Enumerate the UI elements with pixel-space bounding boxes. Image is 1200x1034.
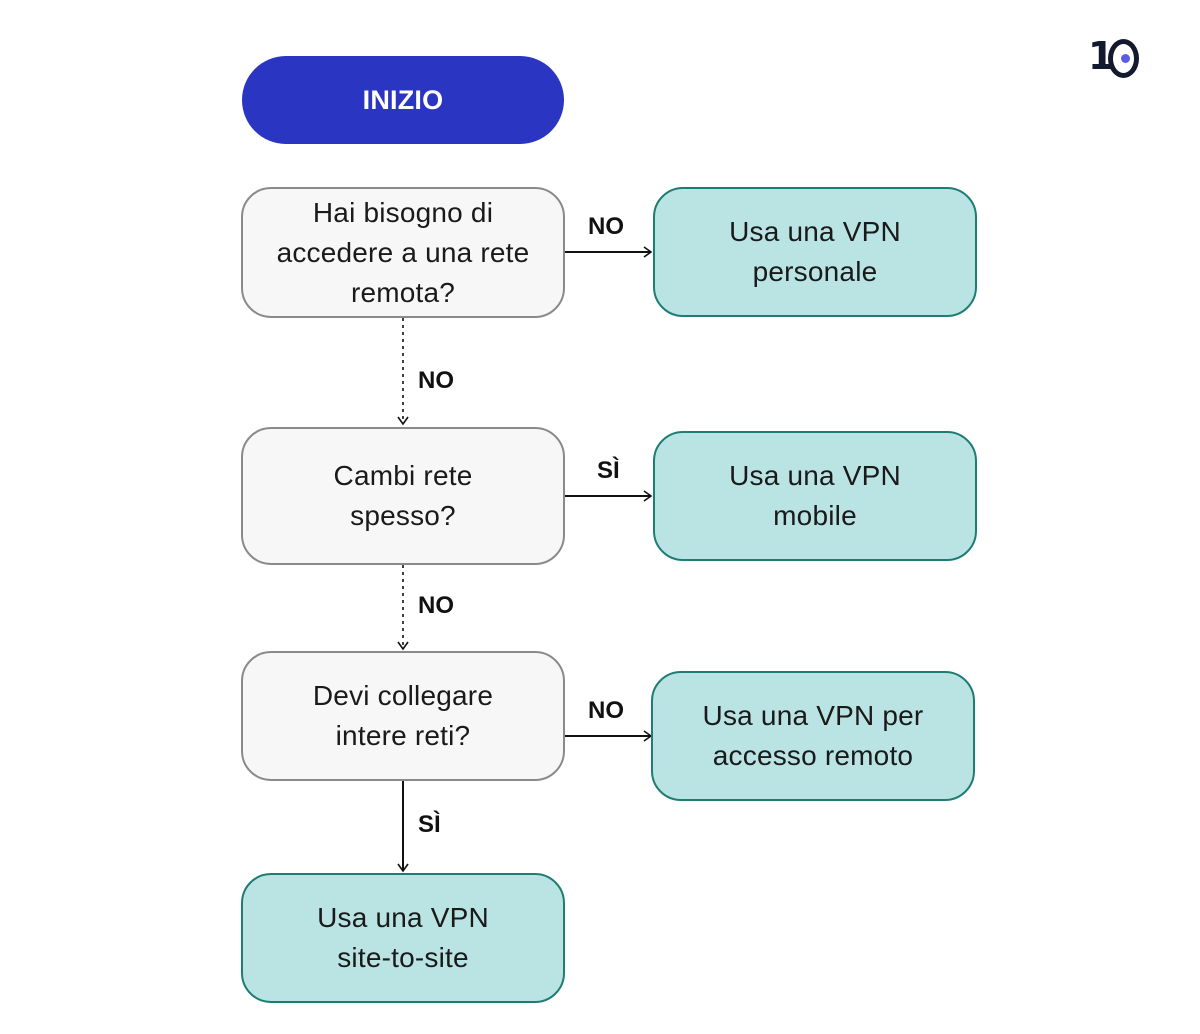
question-change-network: Cambi rete spesso?: [241, 427, 565, 565]
logo-ring-icon: [1108, 39, 1139, 78]
answer-remote-access-vpn: Usa una VPN per accesso remoto: [651, 671, 975, 801]
question-remote-network: Hai bisogno di accedere a una rete remot…: [241, 187, 565, 318]
question-connect-networks: Devi collegare intere reti?: [241, 651, 565, 781]
edge-label-q2-right: SÌ: [597, 457, 620, 484]
edge-label-q2-down: NO: [418, 592, 454, 619]
start-node: INIZIO: [242, 56, 564, 144]
edge-label-q1-down: NO: [418, 367, 454, 394]
brand-logo: 1: [1088, 34, 1144, 78]
edge-label-q3-right: NO: [588, 697, 624, 724]
edge-label-q3-down: SÌ: [418, 811, 441, 838]
edge-label-q1-right: NO: [588, 213, 624, 240]
logo-dot-icon: [1121, 54, 1130, 63]
answer-personal-vpn: Usa una VPN personale: [653, 187, 977, 317]
answer-site-to-site-vpn: Usa una VPN site-to-site: [241, 873, 565, 1003]
answer-mobile-vpn: Usa una VPN mobile: [653, 431, 977, 561]
